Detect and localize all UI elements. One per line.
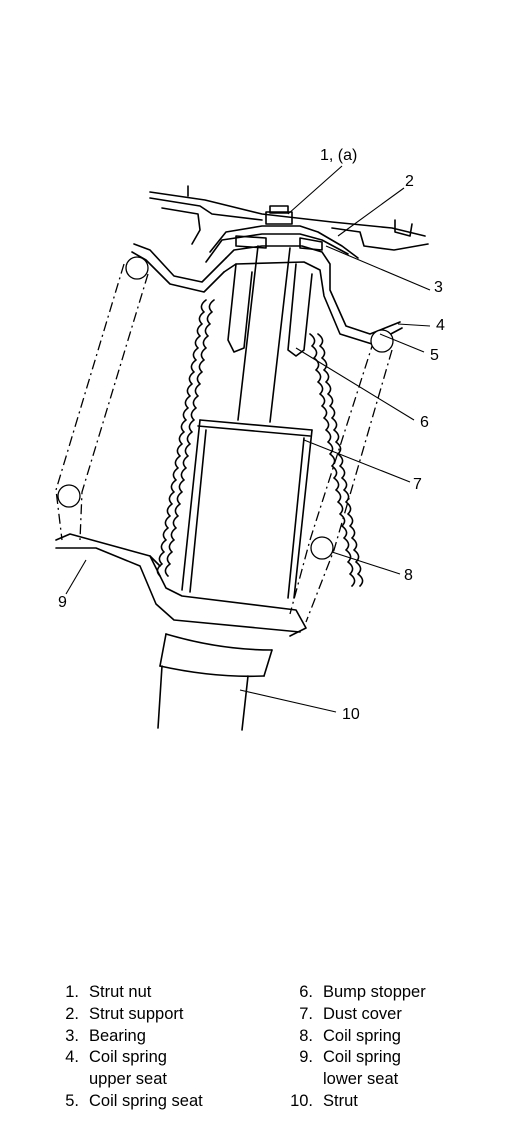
callout-4: 4 [436, 317, 445, 334]
legend-label: Bump stopper [323, 983, 426, 1001]
legend-column-left: 1. Strut nut 2. Strut support 3. Bearing… [48, 982, 288, 1113]
legend-number: 5. [65, 1091, 79, 1110]
coil-spring-upper-seat [131, 243, 403, 345]
body-panel [149, 185, 429, 251]
legend-item: 7. Dust cover [282, 1004, 512, 1026]
legend-label: Strut nut [89, 983, 152, 1001]
legend-item: 10. Strut [282, 1091, 512, 1113]
callout-labels: 1, (a) 2 3 4 5 6 7 8 9 10 [58, 147, 445, 723]
legend-label: Coil spring [323, 1026, 401, 1045]
strut-lower-body [157, 633, 273, 731]
legend-column-right: 6. Bump stopper 7. Dust cover 8. Coil sp… [282, 982, 512, 1113]
legend-item: 3. Bearing [48, 1026, 288, 1048]
leader-lines [65, 165, 431, 713]
legend-item: 1. Strut nut [48, 982, 288, 1004]
legend-number: 2. [65, 1004, 79, 1023]
dust-cover [156, 299, 364, 587]
callout-10: 10 [342, 706, 360, 723]
callout-5: 5 [430, 347, 439, 364]
strut-nut [265, 205, 293, 225]
legend-item: 5. Coil spring seat [48, 1091, 288, 1113]
strut-assembly-diagram: 1, (a) 2 3 4 5 6 7 8 9 10 [55, 147, 445, 731]
coil-spring-lower-seat [55, 533, 307, 637]
callout-7: 7 [413, 476, 422, 493]
callout-3: 3 [434, 279, 443, 296]
callout-9: 9 [58, 594, 67, 611]
strut-support [205, 225, 359, 263]
callout-6: 6 [420, 414, 429, 431]
legend-label: Bearing [89, 1026, 146, 1045]
legend-label: Coil spring lower seat [323, 1048, 401, 1089]
legend-number: 7. [299, 1004, 313, 1023]
coil-spring [55, 256, 394, 623]
legend-number: 4. [65, 1048, 79, 1067]
legend-number: 6. [299, 983, 313, 1001]
legend-label: Strut [323, 1091, 358, 1110]
legend-item: 9. Coil spring lower seat [282, 1047, 512, 1091]
legend-number: 3. [65, 1026, 79, 1045]
legend-number: 9. [299, 1048, 313, 1067]
callout-2: 2 [405, 173, 414, 190]
legend-label: Dust cover [323, 1004, 402, 1023]
bump-stopper [227, 263, 313, 357]
strut-tube [181, 419, 313, 599]
callout-1: 1, (a) [320, 147, 357, 164]
legend-number: 8. [299, 1026, 313, 1045]
legend-item: 4. Coil spring upper seat [48, 1047, 288, 1091]
piston-rod [237, 245, 291, 423]
callout-8: 8 [404, 567, 413, 584]
legend-label: Coil spring seat [89, 1091, 203, 1110]
legend-label: Coil spring upper seat [89, 1048, 167, 1089]
legend-number: 1. [65, 983, 79, 1001]
legend-item: 8. Coil spring [282, 1026, 512, 1048]
legend-number: 10. [290, 1091, 313, 1110]
legend-item: 2. Strut support [48, 1004, 288, 1026]
legend-label: Strut support [89, 1004, 184, 1023]
legend-item: 6. Bump stopper [282, 982, 512, 1004]
